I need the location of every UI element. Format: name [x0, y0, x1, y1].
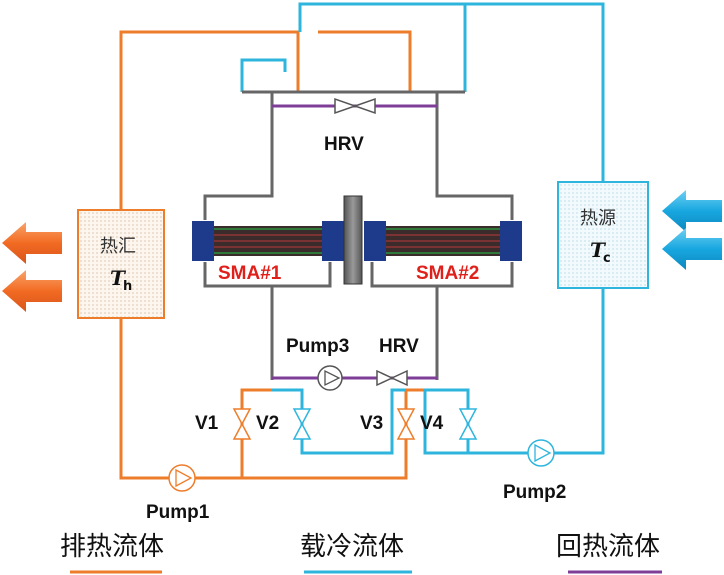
legend-regen-label: 回热流体	[556, 532, 660, 562]
heat-source-subscript: c	[603, 251, 611, 266]
valve-v2-icon[interactable]	[292, 408, 312, 440]
pump1-icon[interactable]	[168, 464, 196, 492]
pump2-icon[interactable]	[527, 439, 555, 467]
v1-label: V1	[195, 413, 219, 434]
sma-2-label: SMA#2	[416, 263, 479, 284]
v3-label: V3	[360, 413, 383, 434]
heat-source-box: 热源 T c	[557, 181, 649, 289]
center-load-bar	[343, 195, 363, 285]
pump1-label: Pump1	[146, 502, 210, 523]
legend: 排热流体 载冷流体 回热流体	[60, 532, 662, 574]
v2-label: V2	[256, 413, 279, 434]
sma-actuator-1	[192, 221, 344, 261]
heat-source-name: 热源	[580, 208, 616, 229]
valve-v3-icon[interactable]	[396, 408, 416, 440]
hrv-mid-label: HRV	[379, 336, 419, 357]
pump2-label: Pump2	[503, 482, 566, 503]
heat-out-arrow-icon	[2, 222, 62, 264]
heat-source-symbol: T	[590, 238, 607, 262]
cold-in-arrow-icon	[662, 190, 722, 232]
manifold-pipes	[203, 90, 514, 380]
v4-label: V4	[420, 413, 444, 434]
legend-cold-label: 载冷流体	[300, 532, 404, 562]
heat-out-arrow-icon	[2, 270, 62, 312]
heat-sink-symbol: T	[110, 266, 127, 290]
cold-in-arrows	[662, 190, 722, 270]
legend-hot-label: 排热流体	[60, 532, 164, 562]
pump3-label: Pump3	[286, 336, 349, 357]
valve-v4-icon[interactable]	[458, 408, 478, 440]
sma-actuator-2	[364, 221, 522, 261]
heat-out-arrows	[2, 222, 62, 312]
hrv-valve-mid[interactable]	[376, 369, 408, 387]
cold-in-arrow-icon	[662, 228, 722, 270]
valve-v1-icon[interactable]	[232, 408, 252, 440]
pump3-icon[interactable]	[317, 365, 343, 391]
hrv-top-label: HRV	[324, 134, 364, 155]
hrv-valve-top[interactable]	[334, 97, 376, 115]
heat-sink-subscript: h	[123, 279, 132, 294]
heat-sink-box: 热汇 T h	[77, 209, 165, 319]
heat-sink-name: 热汇	[100, 236, 136, 257]
sma-1-label: SMA#1	[218, 263, 282, 284]
